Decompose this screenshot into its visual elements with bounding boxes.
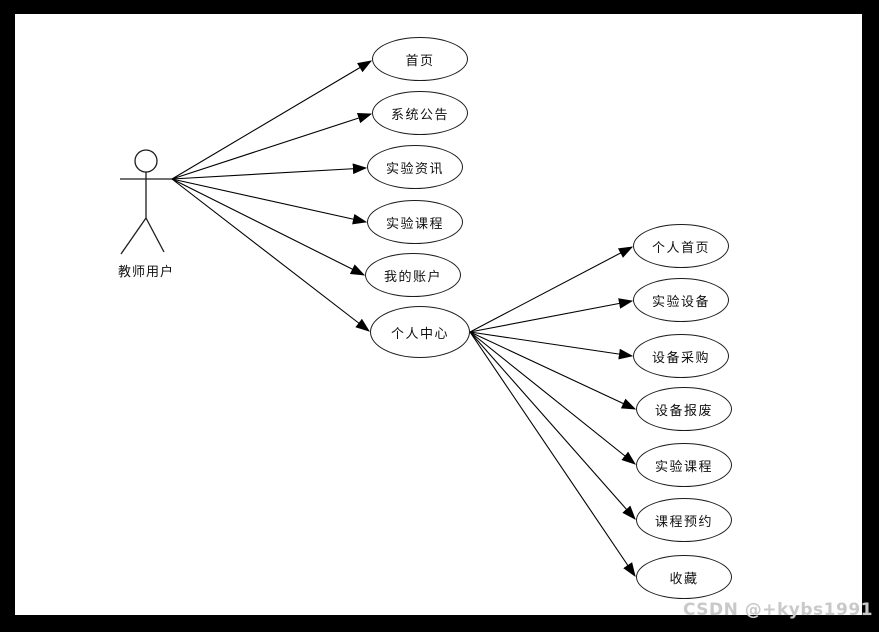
actor-right-leg: [145, 217, 165, 253]
usecase-homepage: 首页: [372, 37, 468, 81]
usecase-experiment-news: 实验资讯: [367, 145, 463, 189]
arrow-actor-system-announcements: [171, 112, 373, 180]
arrow-pc-equipment-scrap: [469, 331, 637, 410]
frame-bar-left: [0, 0, 15, 632]
arrow-pc-experiment-courses: [469, 331, 636, 465]
usecase-favorites: 收藏: [636, 555, 732, 599]
usecase-equipment-scrap: 设备报废: [636, 387, 732, 431]
usecase-personal-homepage: 个人首页: [633, 224, 729, 268]
arrow-pc-equipment-purchase: [469, 331, 634, 360]
usecase-course-booking: 课程预约: [636, 498, 732, 542]
frame-bar-right: [862, 0, 879, 632]
arrow-actor-my-account: [171, 178, 366, 276]
frame-bar-top: [0, 0, 879, 14]
arrow-pc-course-booking: [469, 331, 636, 520]
csdn-watermark: CSDN @+kybs1991: [682, 600, 873, 620]
arrow-pc-favorites: [469, 331, 636, 577]
arrow-actor-homepage: [171, 60, 373, 180]
usecase-experiment-courses: 实验课程: [367, 200, 463, 244]
arrow-pc-experiment-equipment: [469, 298, 634, 333]
actor-left-leg: [120, 217, 147, 255]
usecase-experiment-equipment: 实验设备: [633, 278, 729, 322]
actor-figure: [120, 149, 172, 255]
personal-center-association-arrows: [469, 246, 637, 577]
arrow-pc-personal-homepage: [469, 246, 634, 333]
usecase-my-account: 我的账户: [365, 253, 461, 297]
usecase-personal-center: 个人中心: [370, 306, 470, 358]
frame-bar-bottom: [0, 615, 879, 632]
actor-label: 教师用户: [117, 265, 174, 280]
arrow-actor-experiment-news: [171, 163, 368, 180]
usecase-experiment-courses-sub: 实验课程: [636, 443, 732, 487]
actor-association-arrows: [171, 60, 373, 332]
arrow-actor-experiment-courses: [171, 178, 368, 225]
usecase-equipment-purchase: 设备采购: [633, 334, 729, 378]
arrow-actor-personal-center: [171, 178, 370, 332]
actor-head: [134, 149, 158, 173]
usecase-system-announcements: 系统公告: [372, 91, 468, 135]
